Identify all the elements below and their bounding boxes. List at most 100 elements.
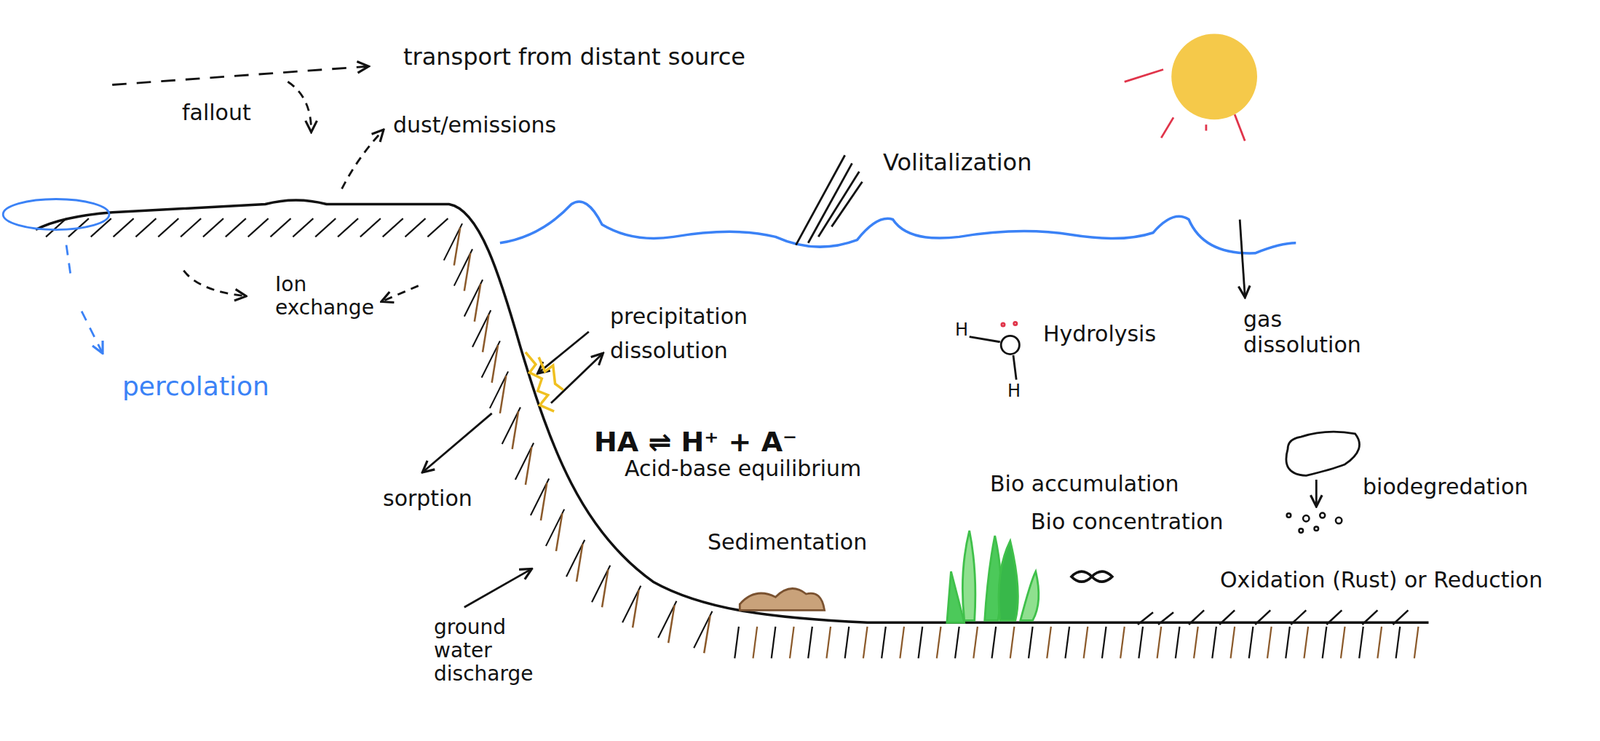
process-label: fallout <box>181 100 252 126</box>
hatch-line <box>1414 626 1419 659</box>
hatch-line <box>632 589 639 628</box>
hatch-line <box>936 626 942 659</box>
soil-hatching <box>45 218 1419 659</box>
hatch-line <box>157 218 179 237</box>
fish-symbol <box>1071 571 1113 582</box>
process-label: sorption <box>382 486 473 512</box>
fragments <box>1286 513 1343 533</box>
hatch-line <box>1267 626 1272 659</box>
process-label: biodegredation <box>1362 474 1528 501</box>
hatch-line <box>899 626 905 659</box>
precipitation-arrow <box>538 331 589 373</box>
hatch-line <box>1249 626 1254 659</box>
hatch-line <box>500 375 506 414</box>
process-label: Bio concentration <box>1030 509 1224 536</box>
hatch-line <box>482 314 489 353</box>
hatch-line <box>753 626 758 659</box>
hatch-line <box>540 482 547 521</box>
hatch-line <box>863 626 868 659</box>
hatch-line <box>454 227 461 266</box>
fallout-arrow <box>287 81 311 131</box>
groundwater-arrow <box>464 569 531 608</box>
hatch-line <box>1396 626 1401 659</box>
hatch-line <box>1102 626 1107 659</box>
hatch-line <box>405 218 426 237</box>
ion-arrow-right <box>382 286 419 302</box>
hatch-line <box>1230 626 1236 659</box>
terrain-line <box>35 200 1429 623</box>
volatilization-strokes <box>795 155 862 245</box>
hatch-line <box>1120 626 1125 659</box>
oxidation-marks <box>1137 610 1408 625</box>
hatch-line <box>1028 626 1033 659</box>
hatch-line <box>668 604 675 643</box>
hatch-line <box>955 626 960 659</box>
hatch-line <box>1193 626 1199 659</box>
process-label: ground water discharge <box>433 615 558 687</box>
hatch-line <box>248 218 269 237</box>
hatch-line <box>225 218 247 237</box>
hatch-line <box>1322 626 1328 659</box>
process-label: H <box>955 320 969 341</box>
process-label: Bio accumulation <box>989 471 1180 498</box>
process-label: Acid-base equilibrium <box>624 456 862 482</box>
hatch-line <box>992 626 997 659</box>
hatch-line <box>973 626 978 659</box>
hatch-line <box>360 218 381 237</box>
sun-rays <box>1124 69 1245 141</box>
process-label: Volitalization <box>882 149 1032 177</box>
hatch-line <box>315 218 336 237</box>
process-label: precipitation <box>610 304 748 330</box>
hatch-line <box>270 218 291 237</box>
hatch-line <box>1083 626 1089 659</box>
process-label: transport from distant source <box>403 43 746 71</box>
hatch-line <box>703 615 710 653</box>
ion-arrow-left <box>183 270 245 297</box>
hatch-line <box>1064 626 1070 659</box>
gas-dissolution-arrow <box>1239 219 1245 297</box>
hatch-line <box>113 218 134 237</box>
hatch-line <box>135 218 156 237</box>
hatch-line <box>1175 626 1180 659</box>
hatch-line <box>1212 626 1217 659</box>
hatch-line <box>734 626 739 659</box>
hatch-line <box>337 218 359 237</box>
dust-arrow <box>342 131 383 190</box>
water-surface <box>500 201 1296 254</box>
hatch-line <box>1303 626 1309 659</box>
process-label: percolation <box>122 371 270 402</box>
process-label: Oxidation (Rust) or Reduction <box>1220 567 1543 594</box>
process-label: Sedimentation <box>707 529 867 556</box>
process-label: H <box>1007 381 1021 402</box>
hatch-line <box>789 626 795 659</box>
hatch-line <box>576 543 583 582</box>
hatch-line <box>556 513 562 552</box>
hatch-line <box>881 626 886 659</box>
hatch-line <box>1010 626 1015 659</box>
precipitate <box>525 352 564 412</box>
process-label: dissolution <box>610 338 728 364</box>
hatch-line <box>382 218 404 237</box>
hatch-line <box>427 218 448 237</box>
pond <box>2 199 110 231</box>
percolation-arrow <box>66 245 102 353</box>
process-label: HA ⇌ H⁺ + A⁻ <box>593 426 798 459</box>
hatch-line <box>1377 626 1382 659</box>
hatch-line <box>492 345 498 383</box>
hatch-line <box>90 218 112 237</box>
hatch-line <box>292 218 314 237</box>
hatch-line <box>525 446 532 485</box>
process-label: Ion exchange <box>275 272 385 320</box>
hatch-line <box>464 253 471 292</box>
hatch-line <box>1285 626 1290 659</box>
hatch-line <box>771 626 776 659</box>
dissolution-arrow <box>551 354 603 404</box>
plants <box>947 530 1039 623</box>
hatch-line <box>1157 626 1162 659</box>
hatch-line <box>826 626 831 659</box>
hatch-line <box>1359 626 1364 659</box>
process-label: dust/emissions <box>393 112 557 139</box>
hatch-line <box>180 218 201 237</box>
water-molecule <box>969 321 1020 380</box>
hatch-line <box>203 218 224 237</box>
